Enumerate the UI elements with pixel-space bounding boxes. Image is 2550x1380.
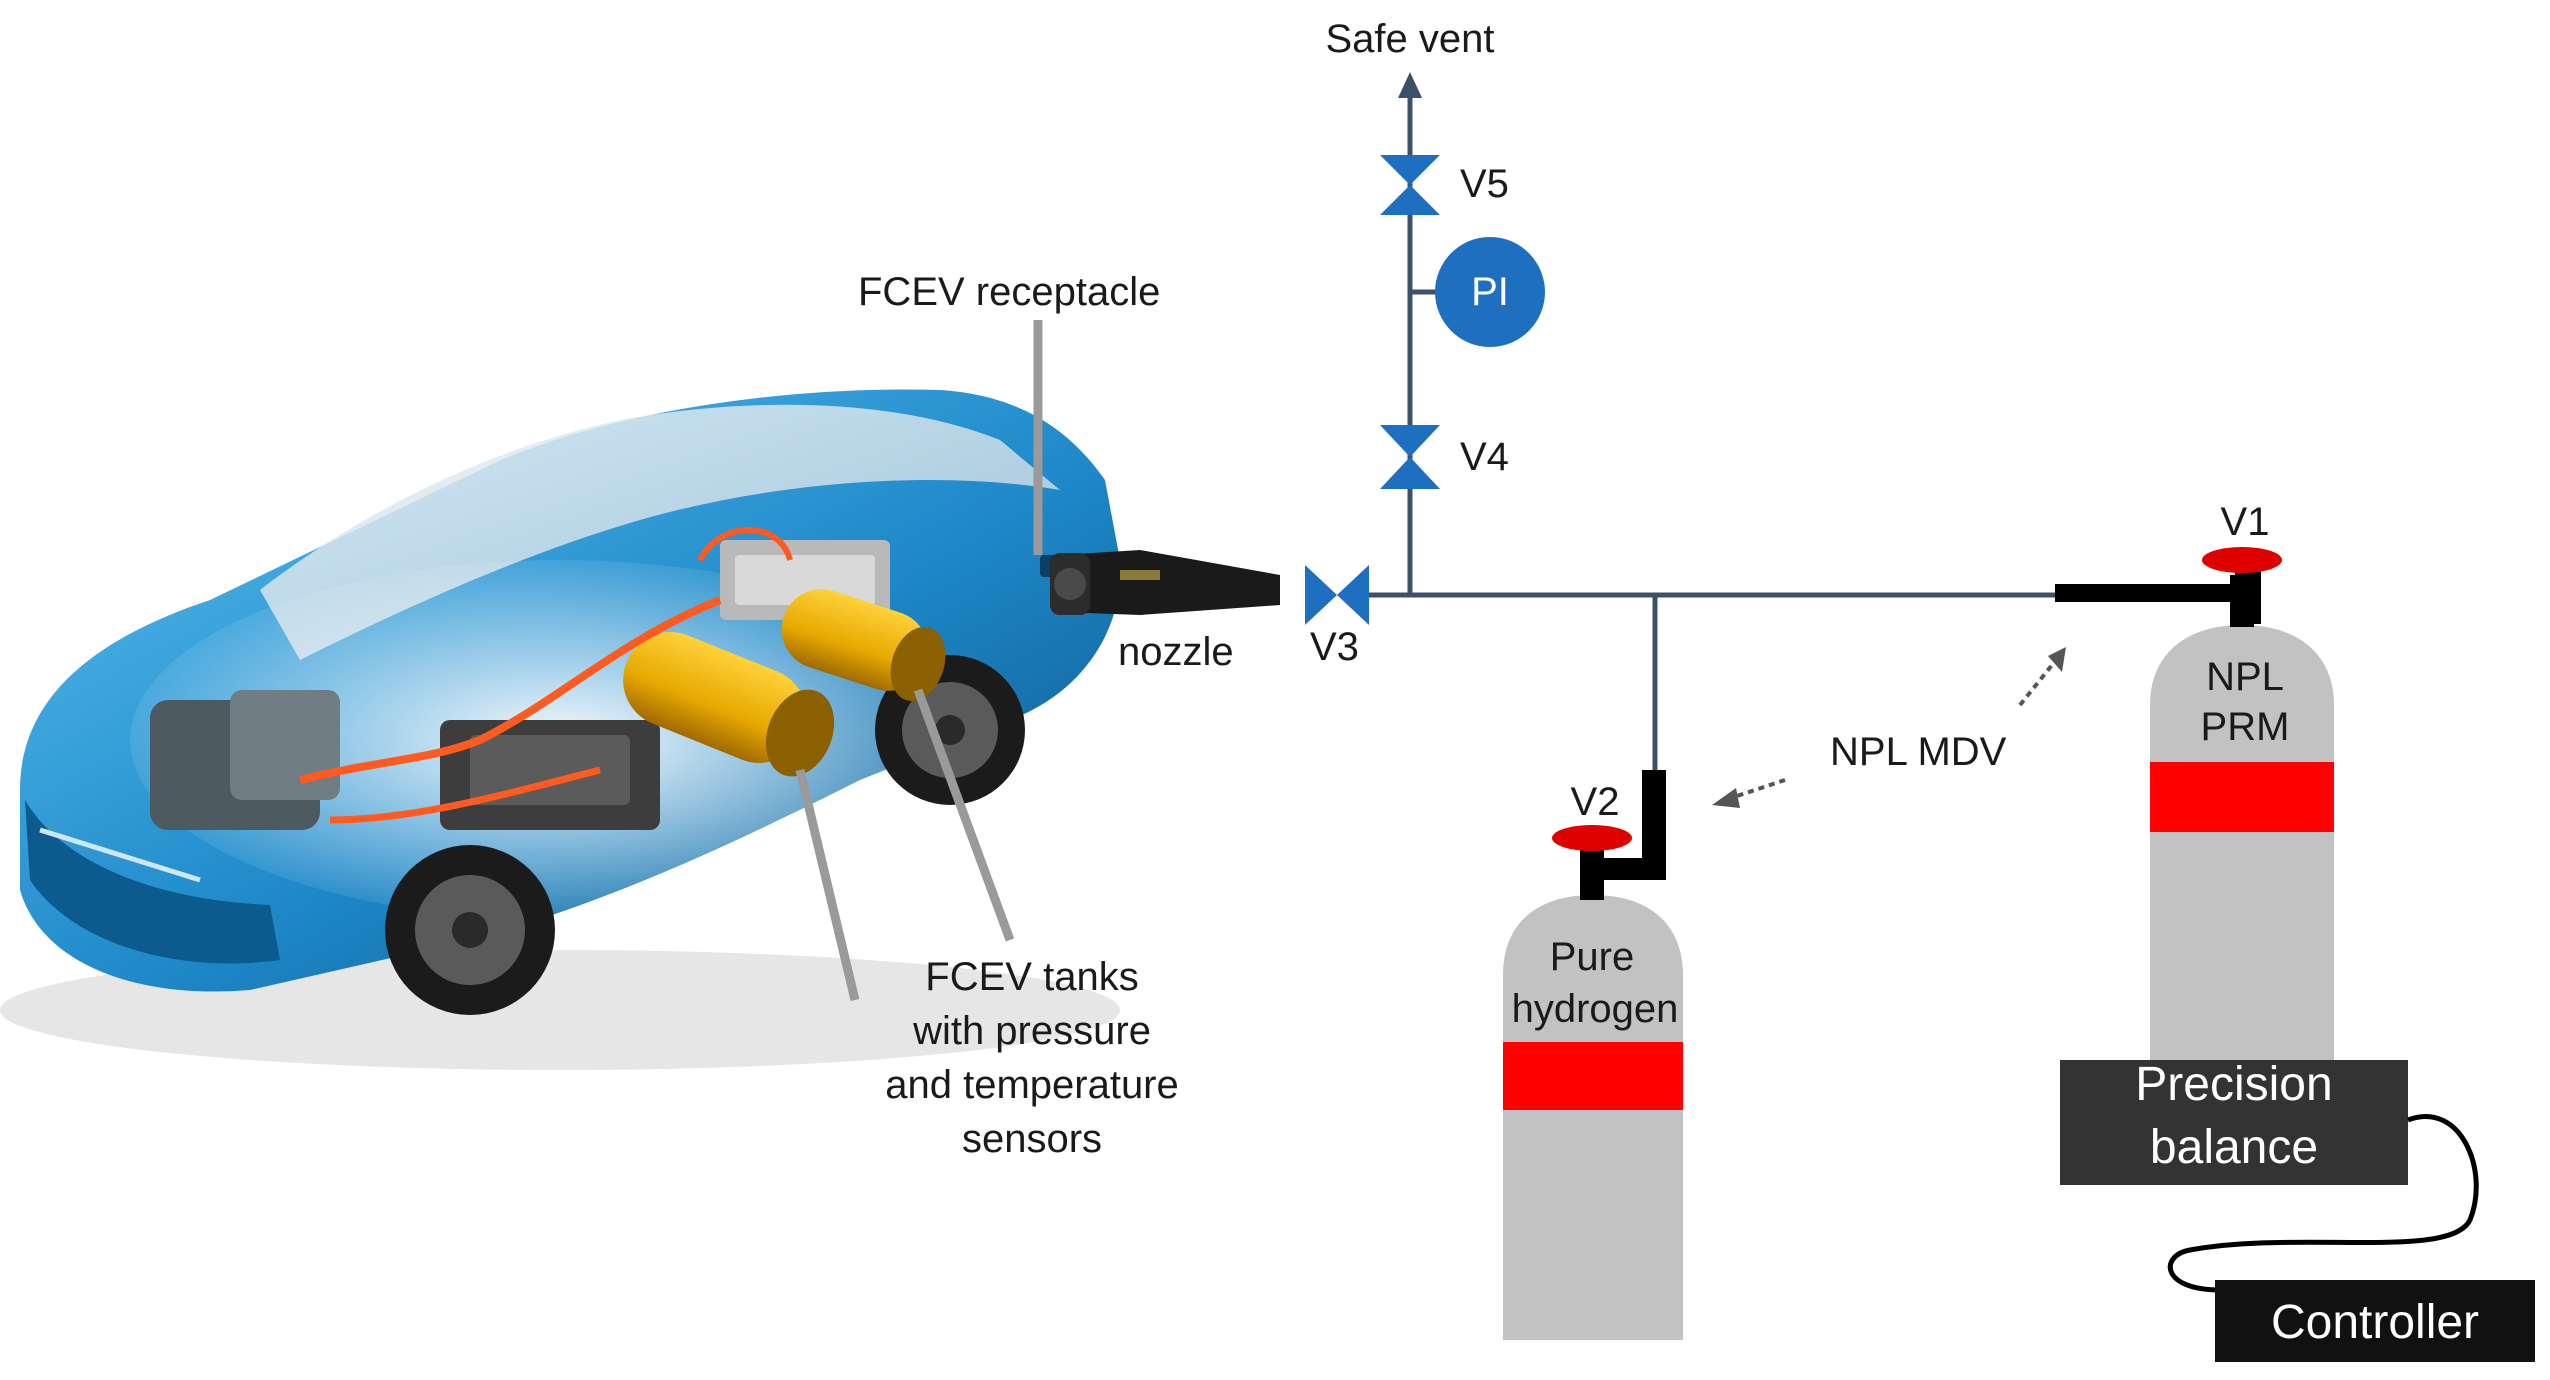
- pressure-indicator[interactable]: [1435, 237, 1545, 347]
- valve-v4[interactable]: [1380, 425, 1440, 489]
- npl-mdv-pointers: [1724, 653, 2062, 802]
- v4-label: V4: [1460, 435, 1509, 479]
- valve-v2[interactable]: [1552, 825, 1632, 851]
- controller-cable: [2167, 1114, 2479, 1293]
- nozzle-label: nozzle: [1118, 630, 1234, 674]
- fcev-car-cutaway-icon: [0, 389, 1121, 1070]
- fcev-tanks-label-line1: FCEV tanks: [925, 955, 1138, 999]
- leader-lines: [795, 320, 1043, 1002]
- controller-label: Controller: [2271, 1296, 2479, 1349]
- npl-prm-cylinder[interactable]: [2150, 547, 2334, 1060]
- npl-prm-label-line1: NPL: [2206, 655, 2284, 699]
- precision-balance-label-line1: Precision: [2135, 1058, 2332, 1111]
- fcev-tank-icon: [781, 589, 946, 702]
- fcev-tanks-label-line3: and temperature: [885, 1063, 1179, 1107]
- v3-label: V3: [1310, 625, 1359, 669]
- valve-v3[interactable]: [1305, 565, 1369, 625]
- v2-label: V2: [1571, 780, 1620, 824]
- precision-balance-label-line2: balance: [2150, 1121, 2318, 1174]
- fcev-tanks-label-line2: with pressure: [912, 1009, 1151, 1053]
- vent-arrow-icon: [1398, 72, 1422, 98]
- fcev-receptacle-label: FCEV receptacle: [858, 270, 1160, 314]
- fcev-tanks-label-line4: sensors: [962, 1117, 1102, 1161]
- npl-mdv-label: NPL MDV: [1830, 730, 2007, 774]
- mdv-arrow-right-icon: [2048, 647, 2066, 672]
- precision-balance[interactable]: [2060, 1060, 2408, 1185]
- pure-hydrogen-cylinder[interactable]: [1503, 825, 1683, 1340]
- safe-vent-label: Safe vent: [1325, 17, 1494, 61]
- npl-prm-label-line2: PRM: [2201, 705, 2290, 749]
- fcev-tank-icon: [623, 632, 835, 777]
- refuelling-nozzle-icon: [1050, 550, 1280, 615]
- controller-box[interactable]: [2215, 1280, 2535, 1362]
- v1-label: V1: [2221, 500, 2270, 544]
- mdv-arrow-left-icon: [1712, 788, 1740, 808]
- v1-connector: [2055, 584, 2245, 602]
- valve-v1[interactable]: [2202, 547, 2282, 573]
- pure-hydrogen-label-line2: hydrogen: [1512, 987, 1679, 1031]
- valve-v5[interactable]: [1380, 155, 1440, 215]
- v5-label: V5: [1460, 162, 1509, 206]
- pi-label: PI: [1471, 270, 1509, 314]
- pure-hydrogen-label-line1: Pure: [1550, 935, 1635, 979]
